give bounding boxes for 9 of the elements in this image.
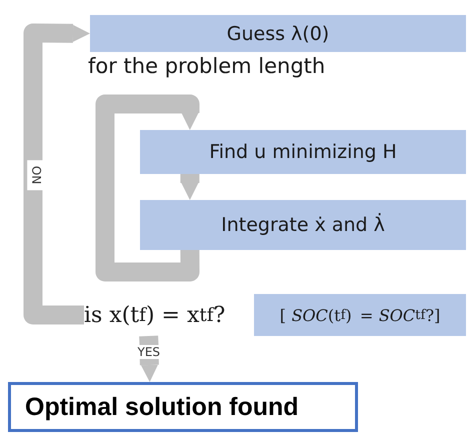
result-box: Optimal solution found [8, 382, 358, 432]
note-text: for the problem length [88, 54, 326, 78]
process-box: Integrate ẋ and λ̇ [140, 200, 466, 250]
edge-label: YES [136, 345, 162, 359]
arrow [96, 94, 200, 282]
arrow [139, 336, 159, 382]
process-box: Find u minimizing H [140, 130, 466, 174]
arrow [180, 174, 200, 200]
process-box: Guess λ(0) [90, 15, 466, 52]
